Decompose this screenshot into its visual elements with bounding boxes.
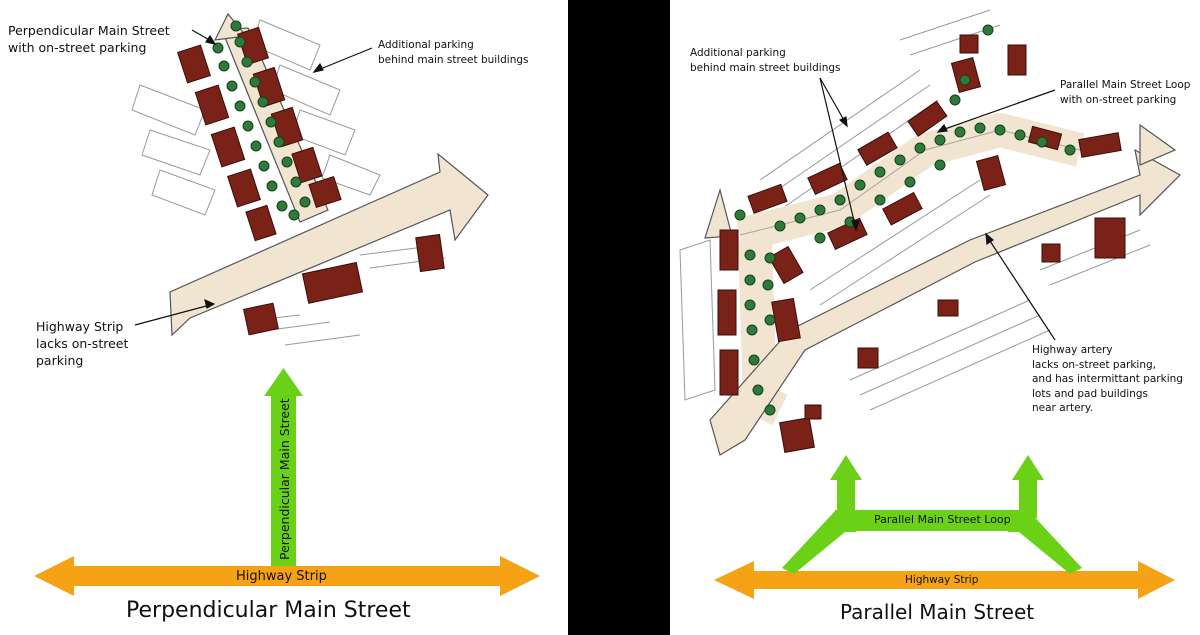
perpendicular-sketch [34,12,540,596]
highway-strip-arrow-label: Highway Strip [236,569,327,584]
highway-strip-arrow-label-right: Highway Strip [905,574,979,586]
highway-strip-arrow [34,556,540,596]
highway-strip-arrow-right [714,561,1175,599]
parallel-loop-arrow [782,455,1082,574]
main-street-label: Perpendicular Main Street with on-street… [8,23,170,55]
parking-lots-left [131,19,446,346]
left-panel: Perpendicular Main Street with on-street… [0,0,568,635]
highway-label: Highway Strip lacks on-street parking [36,319,129,368]
trees-right [734,24,1076,416]
loop-arrowhead-east [1139,123,1177,166]
main-arrow-label: Perpendicular Main Street [277,398,292,560]
leader-lines-left [134,29,373,326]
parking-label: Additional parking behind main street bu… [378,39,529,66]
parking-label-right: Additional parking behind main street bu… [690,47,841,74]
right-title: Parallel Main Street [840,600,1035,624]
perpendicular-main-arrow [264,368,303,566]
trees-left [212,20,311,221]
buildings-left [177,26,445,336]
panel-divider [568,0,670,635]
loop-label: Parallel Main Street Loop with on-street… [1060,79,1191,106]
loop-arrowhead-west [704,187,733,239]
parking-lots-right [679,9,1151,411]
parallel-sketch [679,9,1181,599]
left-title: Perpendicular Main Street [126,598,411,623]
highway-strip-sketch [169,152,489,337]
leader-lines-right [819,77,1056,341]
loop-arrow-label: Parallel Main Street Loop [874,513,1011,526]
artery-label: Highway artery lacks on-street parking, … [1032,344,1183,414]
highway-artery-sketch [709,148,1181,456]
right-panel: Additional parking behind main street bu… [670,0,1200,635]
